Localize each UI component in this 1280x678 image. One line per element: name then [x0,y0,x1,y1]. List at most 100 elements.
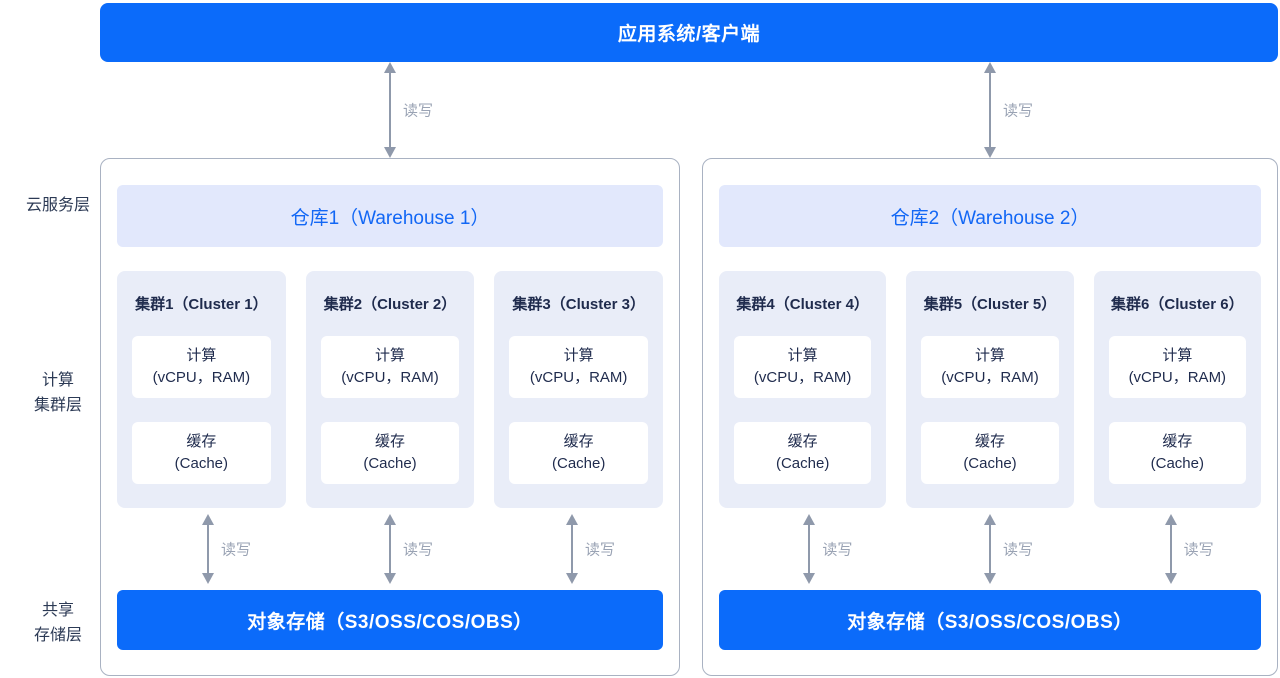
arrow-down-icon [803,573,816,584]
cluster-card-5: 集群5（Cluster 5） 计算 (vCPU，RAM) 缓存 (Cache) [906,271,1074,508]
cache-sublabel: (Cache) [552,455,606,472]
arrow-down-icon [384,573,396,584]
cluster-card-3: 集群3（Cluster 3） 计算 (vCPU，RAM) 缓存 (Cache) [494,271,664,508]
arrow-up-icon [1164,514,1177,525]
arrow-cell: 读写 [900,508,1081,590]
compute-sublabel: (vCPU，RAM) [753,369,852,386]
compute-label: 计算 [563,347,594,364]
cache-label: 缓存 [1162,433,1193,450]
cache-sublabel: (Cache) [1150,455,1204,472]
read-write-label: 读写 [1003,541,1034,559]
arrow-cell: 读写 [117,508,299,590]
compute-sublabel: (vCPU，RAM) [341,369,439,386]
read-write-label: 读写 [403,102,434,120]
read-write-arrow-cluster-6: 读写 [1164,514,1214,584]
cluster-card-6: 集群6（Cluster 6） 计算 (vCPU，RAM) 缓存 (Cache) [1093,271,1261,508]
cache-label: 缓存 [563,433,594,450]
read-write-arrow-cluster-3: 读写 [566,514,615,584]
arrow-down-icon [984,573,996,584]
read-write-label: 读写 [585,541,616,559]
compute-sublabel: (vCPU，RAM) [1128,369,1227,386]
compute-label: 计算 [1162,347,1193,364]
arrow-up-icon [566,514,578,525]
arrow-down-icon [984,147,996,158]
app-client-bar: 应用系统/客户端 [100,3,1278,62]
arrow-cell: 读写 [481,508,663,590]
arrow-up-icon [384,62,396,73]
layer-label-line: 计算 [41,372,74,389]
cluster-card-4: 集群4（Cluster 4） 计算 (vCPU，RAM) 缓存 (Cache) [719,271,887,508]
cache-card: 缓存 (Cache) [132,422,271,484]
cluster-title: 集群1（Cluster 1） [135,296,268,313]
read-write-label: 读写 [822,541,853,559]
arrow-up-icon [984,514,996,525]
object-storage-bar-1: 对象存储（S3/OSS/COS/OBS） [117,590,663,650]
read-write-label: 读写 [1183,541,1214,559]
arrow-down-icon [1164,573,1177,584]
cache-card: 缓存 (Cache) [734,422,872,484]
compute-card: 计算 (vCPU，RAM) [921,336,1059,398]
warehouse-1-clusters: 集群1（Cluster 1） 计算 (vCPU，RAM) 缓存 (Cache) … [117,271,664,508]
read-write-arrow-cluster-1: 读写 [202,514,251,584]
arrow-cell: 读写 [719,508,900,590]
cache-label: 缓存 [787,433,818,450]
warehouse-2-box: 仓库2（Warehouse 2） 集群4（Cluster 4） 计算 (vCPU… [702,158,1278,676]
read-write-label: 读写 [1003,102,1034,120]
compute-label: 计算 [787,347,818,364]
cluster-title: 集群2（Cluster 2） [323,296,457,313]
compute-card: 计算 (vCPU，RAM) [734,336,872,398]
warehouse-2-title: 仓库2（Warehouse 2） [719,185,1261,247]
compute-label: 计算 [375,347,406,364]
compute-card: 计算 (vCPU，RAM) [132,336,271,398]
arrow-up-icon [202,514,214,525]
arrow-cell: 读写 [299,508,481,590]
read-write-arrow-cluster-4: 读写 [803,514,852,584]
arrow-down-icon [384,147,396,158]
cluster-title: 集群6（Cluster 6） [1111,296,1244,313]
read-write-label: 读写 [403,541,434,559]
cluster-card-1: 集群1（Cluster 1） 计算 (vCPU，RAM) 缓存 (Cache) [117,271,286,508]
compute-card: 计算 (vCPU，RAM) [320,336,460,398]
arrow-down-icon [202,573,214,584]
cache-card: 缓存 (Cache) [921,422,1059,484]
cache-label: 缓存 [375,433,406,450]
cluster-title: 集群3（Cluster 3） [512,296,645,313]
warehouse-1-storage-arrows: 读写 读写 读写 [117,508,663,590]
read-write-arrow-cluster-5: 读写 [984,514,1033,584]
cache-card: 缓存 (Cache) [1108,422,1246,484]
arrow-cell: 读写 [1080,508,1261,590]
cache-sublabel: (Cache) [363,455,417,472]
compute-label: 计算 [974,347,1005,364]
layer-label-line: 存储层 [33,627,82,644]
cache-card: 缓存 (Cache) [320,422,460,484]
cache-card: 缓存 (Cache) [509,422,649,484]
compute-card: 计算 (vCPU，RAM) [1108,336,1246,398]
object-storage-bar-2: 对象存储（S3/OSS/COS/OBS） [719,590,1261,650]
arrow-up-icon [803,514,816,525]
layer-label-shared-storage: 共享 存储层 [10,598,106,648]
cache-label: 缓存 [186,433,217,450]
arrow-up-icon [984,62,996,73]
warehouse-1-title: 仓库1（Warehouse 1） [117,185,663,247]
read-write-arrow-cluster-2: 读写 [384,514,433,584]
cache-label: 缓存 [974,433,1005,450]
compute-sublabel: (vCPU，RAM) [152,369,251,386]
compute-sublabel: (vCPU，RAM) [529,369,628,386]
layer-label-line: 云服务层 [25,197,90,214]
warehouse-1-box: 仓库1（Warehouse 1） 集群1（Cluster 1） 计算 (vCPU… [100,158,680,676]
arrow-up-icon [384,514,396,525]
cluster-title: 集群4（Cluster 4） [736,296,869,313]
read-write-arrow-top-2: 读写 [984,62,1033,158]
layer-label-cloud-service: 云服务层 [10,193,106,218]
read-write-arrow-top-1: 读写 [384,62,433,158]
compute-sublabel: (vCPU，RAM) [941,369,1039,386]
layer-label-line: 共享 [41,602,74,619]
cache-sublabel: (Cache) [963,455,1017,472]
compute-card: 计算 (vCPU，RAM) [509,336,649,398]
warehouse-2-clusters: 集群4（Cluster 4） 计算 (vCPU，RAM) 缓存 (Cache) … [719,271,1261,508]
warehouse-2-storage-arrows: 读写 读写 读写 [719,508,1261,590]
layer-label-line: 集群层 [33,397,82,414]
read-write-label: 读写 [221,541,252,559]
compute-label: 计算 [186,347,217,364]
